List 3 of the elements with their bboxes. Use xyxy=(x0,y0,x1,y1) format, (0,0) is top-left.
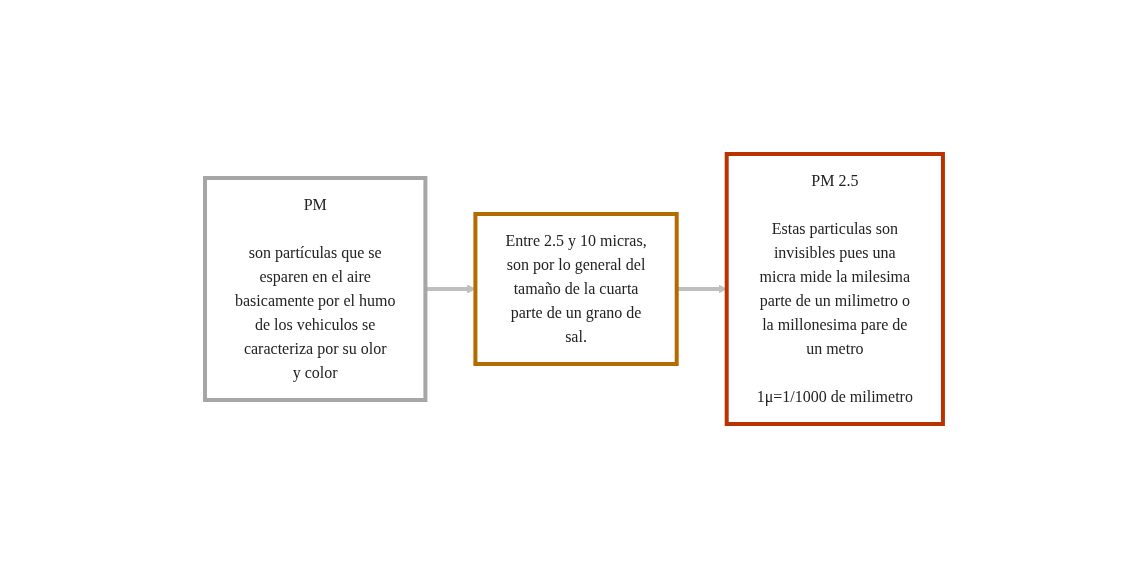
node-box: PM 2.5 Estas particulas son invisibles pues una micra mide la milesima parte de un milimetro o la millonesima pare de un metro 1μ=1/1000 de milimetro xyxy=(724,151,945,426)
node-box: PM son partículas que se esparen en el aire basicamente por el humo de los vehiculos se caracteriza por su olor y color xyxy=(202,175,427,402)
node-box: Entre 2.5 y 10 micras, son por lo general del tamaño de la cuarta parte de un grano de sal. xyxy=(472,211,679,366)
